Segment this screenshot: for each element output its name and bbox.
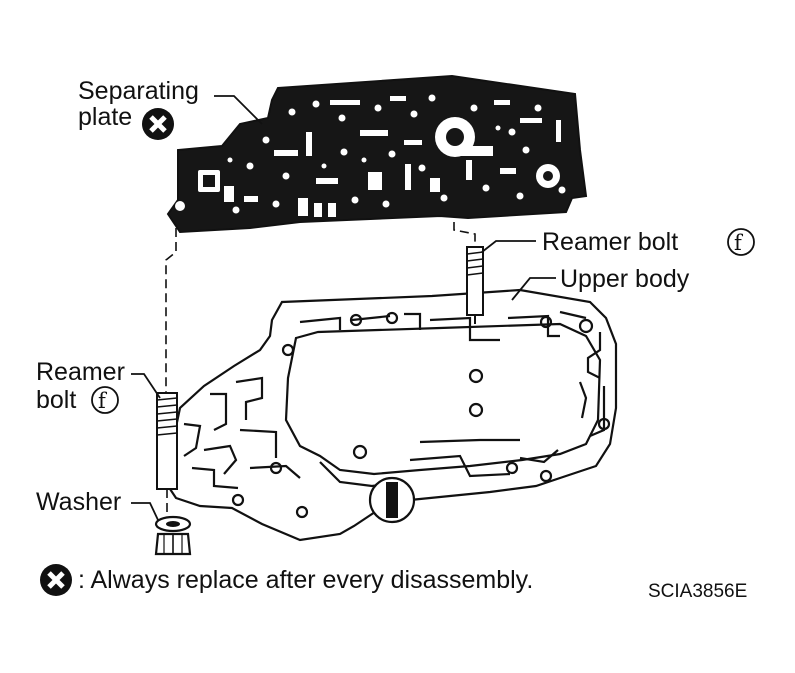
legend-text: : Always replace after every disassembly… [78, 566, 533, 594]
leader-lines [131, 95, 556, 521]
washer-label: Washer [36, 488, 121, 516]
x-circle-icon [142, 108, 174, 140]
circled-f-icon: f [91, 386, 119, 414]
separating-plate-label-line2: plate [78, 103, 132, 131]
reamer-bolt-left [156, 392, 178, 512]
circled-f-icon: f [727, 228, 755, 256]
reamer-bolt-left-label-line2: bolt [36, 386, 76, 414]
x-circle-icon [40, 564, 72, 596]
reamer-bolt-left-label-line1: Reamer [36, 358, 125, 386]
alignment-lines [165, 222, 476, 392]
upper-body [162, 288, 618, 542]
separating-plate [166, 74, 588, 234]
separating-plate-label-line1: Separating [78, 77, 199, 105]
upper-body-label: Upper body [560, 265, 690, 293]
tightening-symbol-left: f [98, 389, 108, 413]
reamer-bolt-top [466, 246, 484, 324]
reamer-bolt-top-label: Reamer bolt [542, 228, 678, 256]
tightening-symbol-top: f [734, 231, 744, 255]
figure-code: SCIA3856E [648, 581, 747, 602]
washer [154, 515, 192, 556]
